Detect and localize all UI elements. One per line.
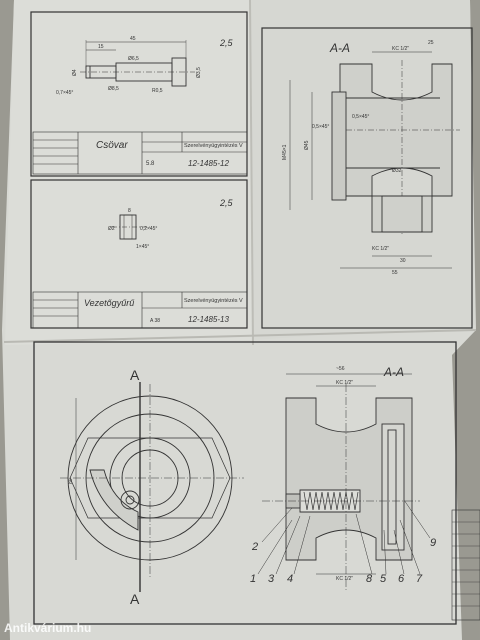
scale-mark: 2,5 xyxy=(219,38,234,48)
section-mark-top: A xyxy=(130,367,140,383)
dim-overall: ~56 xyxy=(336,366,345,372)
callout-8: 8 xyxy=(366,573,373,585)
tr-dim-30: 30 xyxy=(400,258,406,264)
callout-9: 9 xyxy=(430,537,436,549)
dim-step: 15 xyxy=(98,44,104,50)
callout-4: 4 xyxy=(287,573,293,585)
tr-dim-thread: M45×1 xyxy=(282,144,288,160)
callout-1: 1 xyxy=(250,573,256,585)
callout-3: 3 xyxy=(268,573,275,585)
callout-6: 6 xyxy=(398,573,405,585)
dim-kc-top: KC 1/2" xyxy=(336,380,353,386)
tr-dim-45: Ø32 xyxy=(392,168,402,174)
material-2: Szerelvényügyintézés V xyxy=(184,298,243,304)
dim-length: 45 xyxy=(130,36,136,42)
tr-dim-25: 25 xyxy=(428,40,434,46)
watermark: Antikvárium.hu xyxy=(4,621,91,635)
drawing-number-2: 12-1485-13 xyxy=(188,315,229,324)
title-block-1 xyxy=(32,131,248,175)
part-name: Csövar xyxy=(96,140,128,151)
tr-dim-kc-bottom: KC 1/2" xyxy=(372,246,389,252)
bottom-sheet xyxy=(33,341,480,625)
section-mark-bottom: A xyxy=(130,591,140,607)
tr-dim-kc-top: KC 1/2" xyxy=(392,46,409,52)
dim-thread: Ø4 xyxy=(72,69,78,76)
tr-dim-chamfer1: 0,5×45° xyxy=(312,124,329,130)
weight-2: A 38 xyxy=(150,318,160,324)
weight: 5.8 xyxy=(146,161,155,167)
tr-dim-chamfer2: 0,5×45° xyxy=(352,114,369,120)
ring-dim-2: Ø2 xyxy=(108,226,115,232)
callout-7: 7 xyxy=(416,573,423,585)
dim-dia: Ø6,5 xyxy=(128,56,139,62)
section-label-bottom: A-A xyxy=(383,365,404,379)
scale-mark-2: 2,5 xyxy=(219,198,234,208)
ring-dim-1: 8 xyxy=(128,208,131,214)
tr-dim-55: 55 xyxy=(392,270,398,276)
callout-5: 5 xyxy=(380,573,387,585)
dim-r2: R0,5 xyxy=(152,88,163,94)
dim-r: Ø8,5 xyxy=(108,86,119,92)
top-right-sheet xyxy=(261,27,473,329)
material: Szerelvényügyintézés V xyxy=(184,143,243,149)
tr-dim-dia: Ø45 xyxy=(304,140,310,150)
dim-height: 80 xyxy=(68,478,74,484)
top-left-sheet xyxy=(30,11,248,177)
section-label-top: A-A xyxy=(329,41,350,55)
dim-kc-bottom: KC 1/2" xyxy=(336,576,353,582)
mid-left-sheet xyxy=(30,179,248,329)
drawing-number: 12-1485-12 xyxy=(188,159,229,168)
callout-2: 2 xyxy=(251,541,258,553)
dim-chamfer: 0,7×45° xyxy=(56,90,73,96)
dim-dia-end: Ø3,5 xyxy=(196,67,202,78)
ring-dim-3: 0,2×45° xyxy=(140,226,157,232)
ring-dim-4: 1×45° xyxy=(136,244,149,250)
part-name-2: Vezetőgyűrű xyxy=(84,298,135,308)
